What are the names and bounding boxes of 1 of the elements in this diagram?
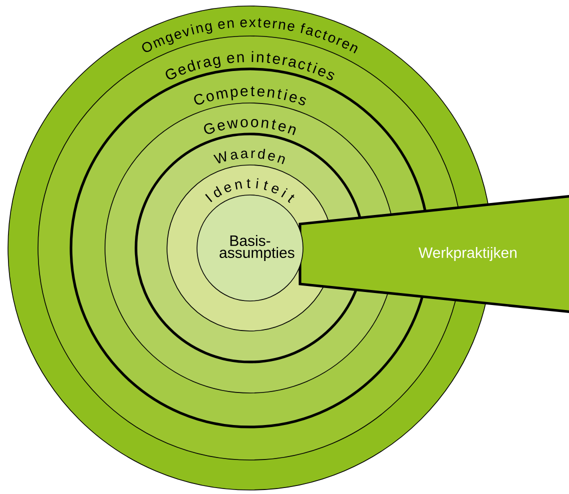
arrow-band: Werkpraktijken: [298, 194, 569, 314]
